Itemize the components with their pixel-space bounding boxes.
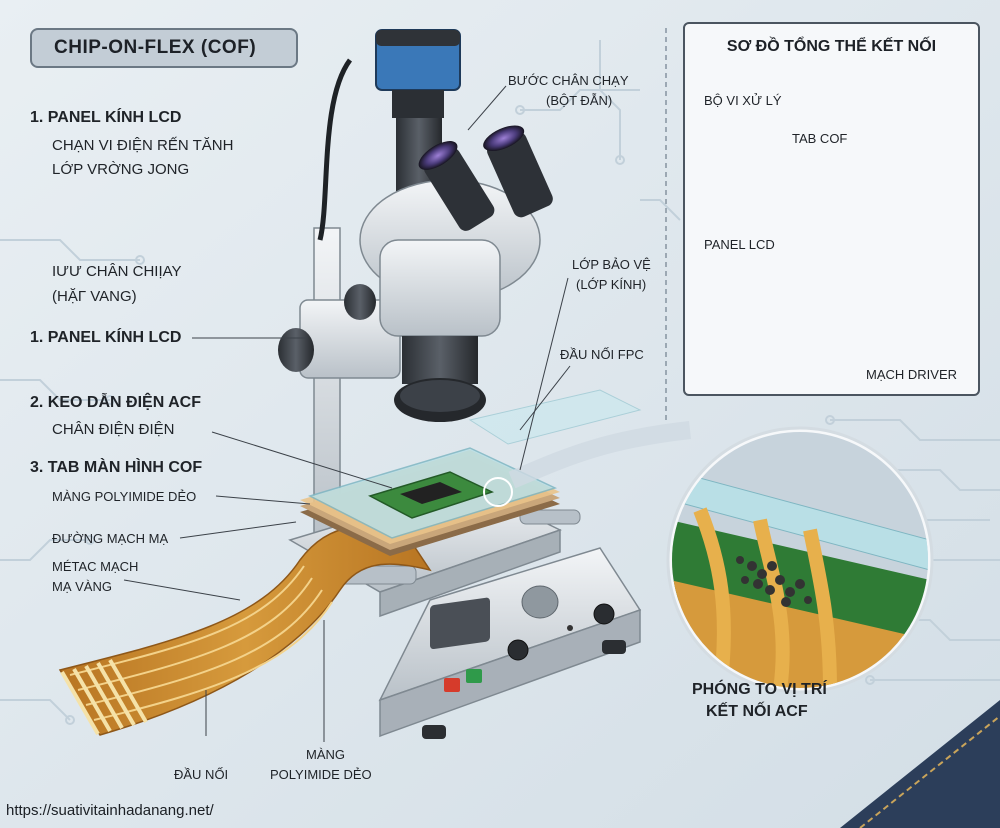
label-chan-sub-2: (HẶΓ VANG): [52, 288, 137, 305]
label-duong-mach: ĐƯỜNG MẠCH MẠ: [52, 531, 169, 546]
callout-buoc-chan-1: BƯỚC CHÂN CHẠY: [508, 73, 629, 88]
label-chan-sub-1: IƯƯ CHÂN CHIỊAY: [52, 263, 182, 280]
dial-knob: [507, 639, 529, 661]
callout-dau-noi-fpc: ĐẦU NỐI FPC: [560, 347, 644, 362]
callout-buoc-chan-2: (BỘT ĐẪN): [546, 93, 613, 108]
page-title: CHIP-ON-FLEX (COF): [54, 37, 257, 58]
chip-icon: [400, 482, 462, 504]
label-tab-cof: 3. TAB MÀN HÌNH COF: [30, 459, 203, 476]
focus-knob-top: [344, 284, 376, 320]
callout-dau-noi: ĐẦU NỐI: [174, 767, 229, 782]
callout-mang-1: MÀNG: [306, 747, 345, 762]
label-mang-polyimide: MÀNG POLYIMIDE DẺO: [52, 489, 197, 504]
label-metac-mach: MÉTAC MẠCH: [52, 559, 139, 574]
callout-lop-bao-ve-1: LỚP BẢO VỆ: [572, 257, 651, 272]
inset-label-tab: TAB COF: [792, 131, 848, 146]
footer-url[interactable]: https://suativitainhadanang.net/: [6, 802, 214, 819]
label-chan-dien: CHÂN ĐIỆN ĐIỆN: [52, 421, 175, 438]
label-keo-dan-acf: 2. KEO DẪN ĐIỆN ACF: [30, 394, 201, 411]
microscope-base: [378, 547, 642, 739]
callout-mang-2: POLYIMIDE DẺO: [270, 767, 372, 782]
microscope-stand: [278, 227, 401, 539]
light-button: [466, 669, 482, 683]
dial-knob-2: [593, 603, 615, 625]
eyepiece-left-icon: [418, 141, 458, 170]
inset-label-panel: PANEL LCD: [704, 237, 775, 252]
focus-knob-left: [278, 328, 314, 372]
label-panel-sub-2: LỚP VRỜNG JONG: [52, 161, 190, 178]
zoom-caption-2: KẾT NỐI ACF: [706, 703, 808, 720]
denim-corner: [840, 700, 1000, 828]
panel-stack: [300, 389, 642, 556]
zoom-view: [508, 421, 934, 694]
label-ma-vang: MẠ VÀNG: [52, 579, 112, 594]
inset-label-driver: MẠCH DRIVER: [866, 367, 958, 382]
label-panel-kinh-lcd-1: 1. PANEL KÍNH LCD: [30, 109, 182, 126]
title-box: CHIP-ON-FLEX (COF): [30, 28, 298, 68]
zoom-caption-1: PHÓNG TO VỊ TRÍ: [692, 681, 827, 698]
leader-lines: [123, 85, 571, 742]
eyepiece-right-icon: [483, 125, 525, 152]
label-panel-sub-1: CHẠN VI ĐIỆN RẾN TĂNH: [52, 137, 234, 154]
power-button: [444, 678, 460, 692]
microscope-head: [317, 29, 553, 422]
inset-panel: SƠ ĐỒ TỔNG THỂ KẾT NỐI: [683, 22, 980, 396]
inset-title: SƠ ĐỒ TỔNG THỂ KẾT NỐI: [726, 38, 937, 55]
inset-label-cpu: BỘ VI XỬ LÝ: [704, 93, 782, 108]
callout-lop-bao-ve-2: (LỚP KÍNH): [576, 277, 647, 292]
cof-flex-cable: [58, 526, 432, 736]
label-panel-kinh-lcd-2: 1. PANEL KÍNH LCD: [30, 329, 182, 346]
